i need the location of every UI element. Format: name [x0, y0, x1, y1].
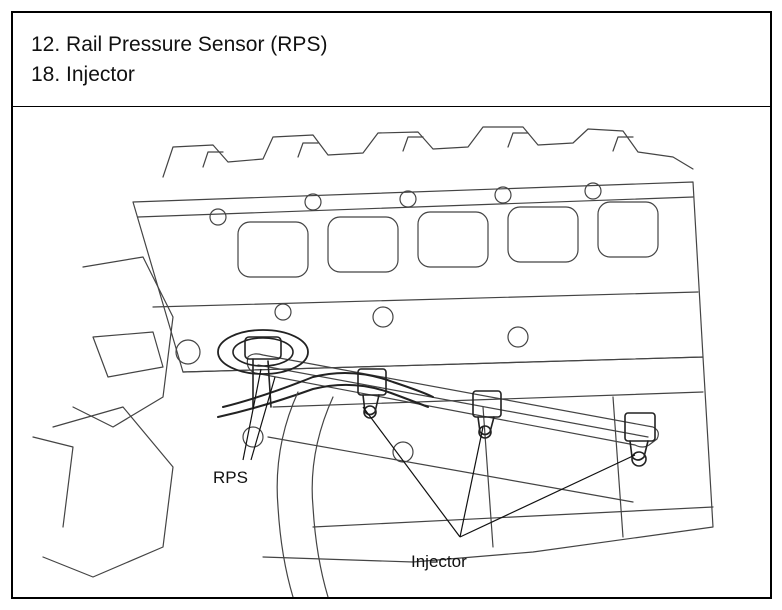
- engine-illustration: RPS Injector: [13, 107, 770, 597]
- legend-panel: 12. Rail Pressure Sensor (RPS) 18. Injec…: [13, 13, 770, 107]
- legend-item-injector: 18. Injector: [31, 63, 135, 86]
- diagram-frame: 12. Rail Pressure Sensor (RPS) 18. Injec…: [11, 11, 772, 599]
- cylinder-head-outline: [32, 126, 714, 597]
- engine-line-drawing: RPS Injector: [32, 126, 714, 597]
- injector-callout-label: Injector: [411, 552, 467, 571]
- legend-item-rps: 12. Rail Pressure Sensor (RPS): [31, 33, 328, 56]
- leader-lines: [242, 368, 636, 538]
- rps-callout-label: RPS: [213, 468, 248, 487]
